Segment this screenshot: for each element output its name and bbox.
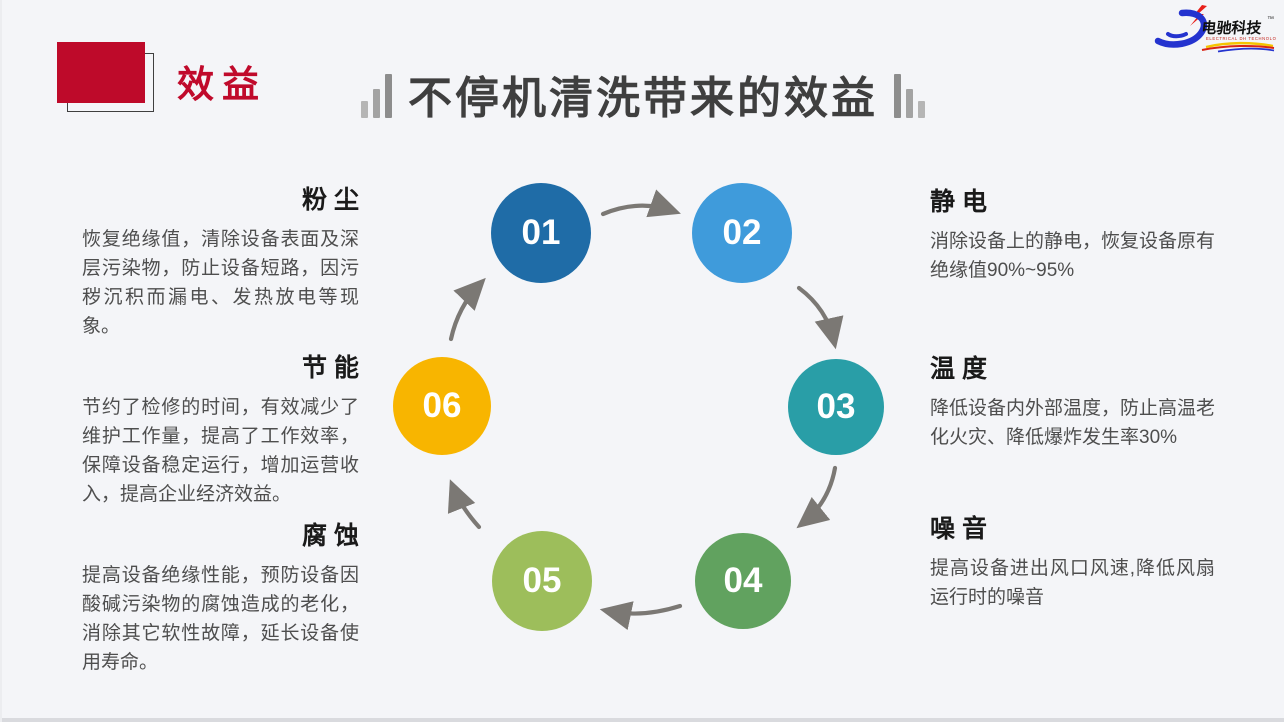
title-block: 不停机清洗带来的效益 [2, 62, 1284, 126]
underline-red-icon [1201, 44, 1275, 51]
arrow-03-to-04-icon [796, 465, 838, 529]
benefit-body: 消除设备上的静电，恢复设备原有绝缘值90%~95% [930, 231, 1216, 281]
logo-subtitle-text: ELECTRICAL DH TECHNOLOGY [1206, 36, 1276, 41]
benefit-block-static: 静电 消除设备上的静电，恢复设备原有绝缘值90%~95% [930, 182, 1215, 285]
benefit-body: 恢复绝缘值，清除设备表面及深层污染物，防止设备短路，因污秽沉积而漏电、发热放电等… [82, 229, 359, 337]
node-number: 01 [521, 213, 561, 252]
blue-swoosh-icon [1154, 9, 1208, 48]
node-number: 03 [816, 387, 856, 426]
node-number: 05 [522, 561, 562, 600]
corner-red-square [57, 42, 145, 103]
benefit-block-dust: 粉尘 恢复绝缘值，清除设备表面及深层污染物，防止设备短路，因污秽沉积而漏电、发热… [82, 180, 359, 341]
signal-bars-right-icon [894, 74, 925, 126]
arrow-01-to-02-icon [600, 189, 681, 218]
benefit-body: 提高设备绝缘性能，预防设备因酸碱污染物的腐蚀造成的老化，消除其它软性故障，延长设… [82, 565, 359, 673]
benefit-heading: 静电 [930, 188, 995, 216]
blue-swoosh-tail-icon [1166, 32, 1188, 39]
benefit-block-energy: 节能 节约了检修的时间，有效减少了维护工作量，提高了工作效率，保障设备稳定运行，… [82, 348, 359, 509]
lightning-bolt-icon [1190, 5, 1207, 26]
node-number: 06 [422, 386, 462, 425]
arrow-02-to-03-icon [796, 285, 844, 350]
logo-name-text: 电驰科技 [1201, 19, 1264, 37]
cycle-node-02: 02 [692, 183, 792, 283]
underline-blue-icon [1217, 47, 1275, 53]
benefit-body: 提高设备进出风口风速,降低风扇运行时的噪音 [930, 558, 1215, 608]
node-number: 04 [723, 561, 763, 600]
arrow-05-to-06-icon [447, 479, 482, 530]
logo-trademark: ™ [1267, 16, 1274, 23]
cycle-node-04: 04 [695, 533, 791, 629]
benefit-heading: 噪音 [930, 515, 995, 543]
arrow-06-to-01-icon [448, 277, 486, 342]
page-title: 不停机清洗带来的效益 [408, 74, 878, 123]
benefit-body: 节约了检修的时间，有效减少了维护工作量，提高了工作效率，保障设备稳定运行，增加运… [82, 397, 359, 505]
arrow-04-to-05-icon [599, 601, 683, 631]
bottom-window-edge [2, 718, 1284, 722]
cycle-node-01: 01 [491, 183, 591, 283]
benefit-block-temperature: 温度 降低设备内外部温度，防止高温老化火灾、降低爆炸发生率30% [930, 349, 1215, 452]
benefit-heading: 粉尘 [301, 186, 366, 214]
cycle-node-06: 06 [393, 357, 491, 455]
cycle-node-05: 05 [492, 531, 592, 631]
benefit-heading: 温度 [930, 355, 995, 383]
benefit-block-noise: 噪音 提高设备进出风口风速,降低风扇运行时的噪音 [930, 509, 1215, 612]
node-number: 02 [722, 213, 762, 252]
underline-yellow-icon [1205, 41, 1274, 49]
benefit-heading: 节能 [301, 354, 366, 382]
company-logo-graphic: 电驰科技 ™ ELECTRICAL DH TECHNOLOGY [1154, 5, 1283, 53]
benefit-block-corrosion: 腐蚀 提高设备绝缘性能，预防设备因酸碱污染物的腐蚀造成的老化，消除其它软性故障，… [82, 516, 359, 677]
cycle-node-03: 03 [788, 359, 884, 455]
signal-bars-left-icon [361, 74, 392, 126]
corner-mark [57, 42, 207, 122]
section-label: 效益 [177, 64, 267, 105]
benefit-heading: 腐蚀 [301, 522, 366, 550]
company-logo: 电驰科技 ™ ELECTRICAL DH TECHNOLOGY [1152, 4, 1283, 56]
benefit-body: 降低设备内外部温度，防止高温老化火灾、降低爆炸发生率30% [930, 398, 1216, 448]
